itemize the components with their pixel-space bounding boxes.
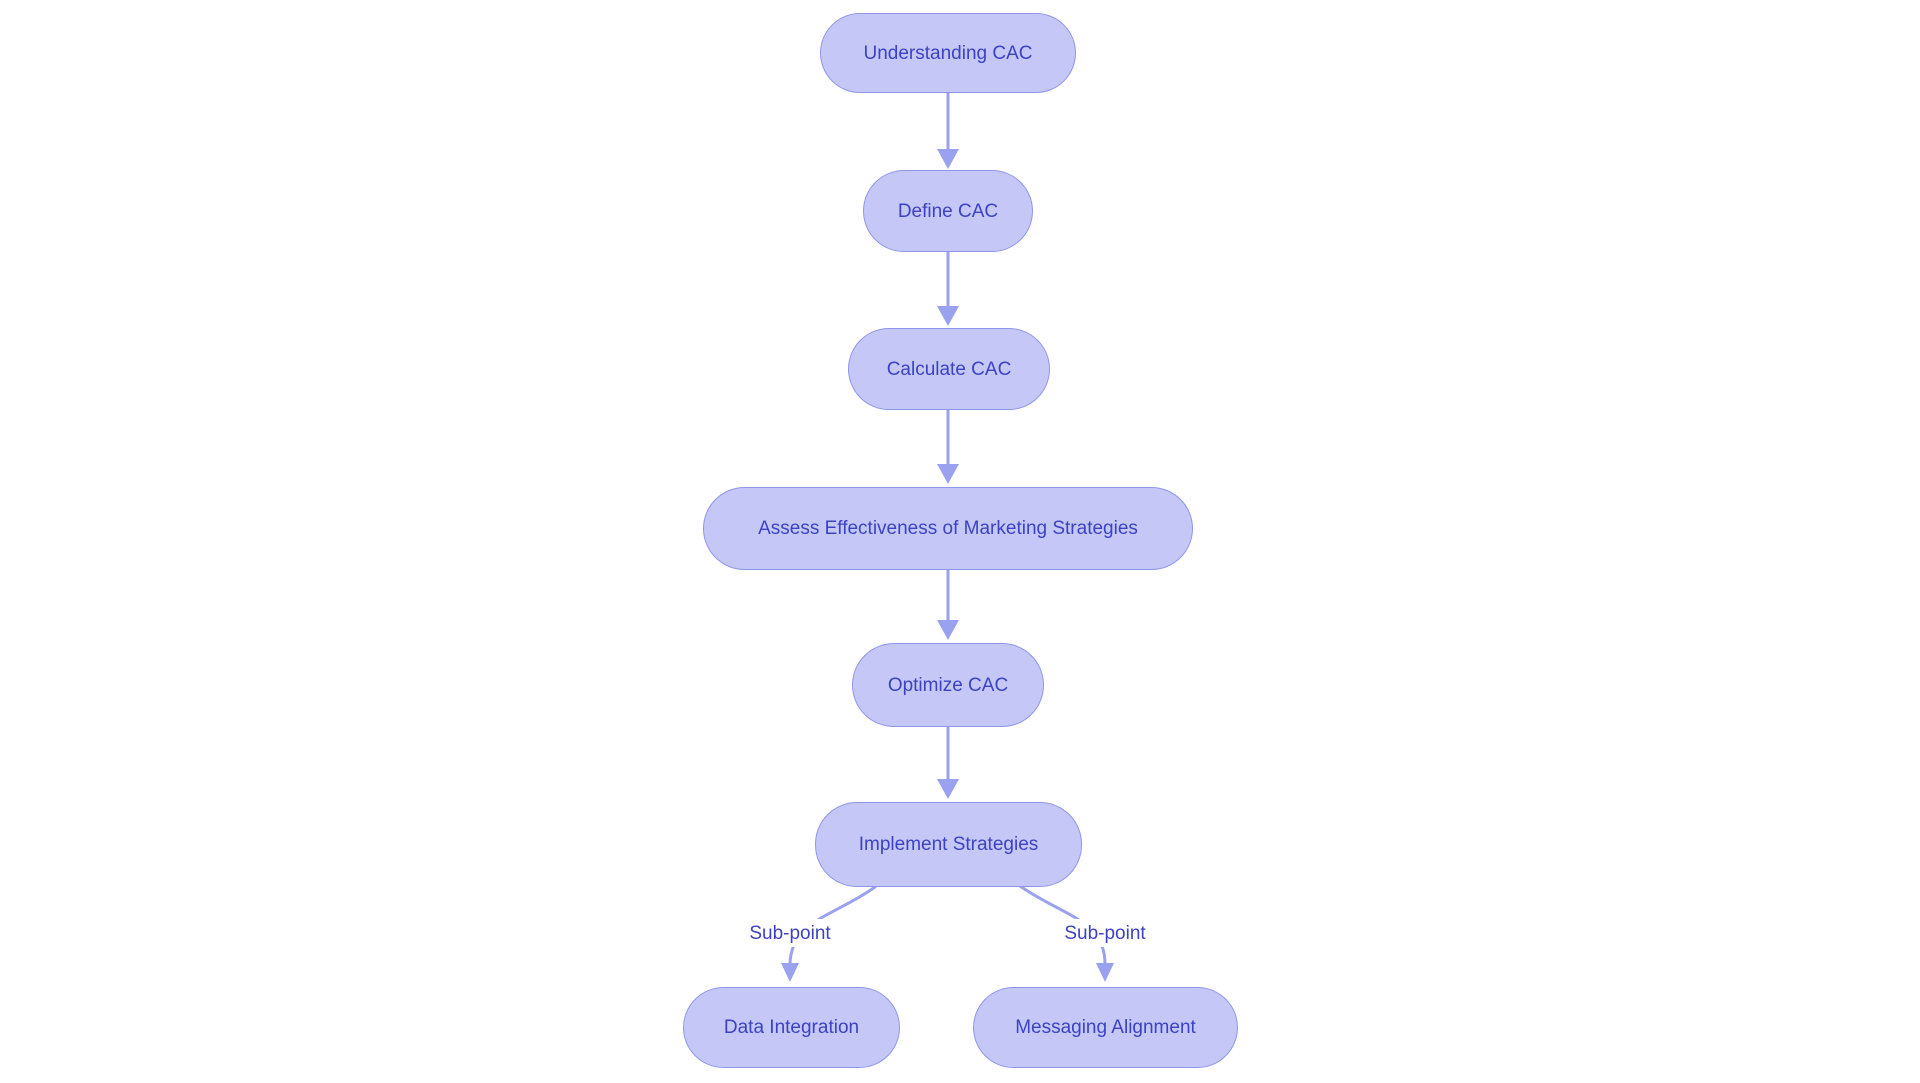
node-data-integration: Data Integration <box>683 987 900 1068</box>
arrowhead-down-icon <box>937 779 959 799</box>
arrowhead-down-icon <box>937 464 959 484</box>
edge-label-sub-point-right: Sub-point <box>1047 919 1163 947</box>
arrowhead-down-icon <box>1096 963 1114 982</box>
node-optimize-cac: Optimize CAC <box>852 643 1044 727</box>
edge-label-sub-point-left: Sub-point <box>732 919 848 947</box>
arrowhead-down-icon <box>781 963 799 982</box>
node-messaging-alignment: Messaging Alignment <box>973 987 1238 1068</box>
node-define-cac: Define CAC <box>863 170 1033 252</box>
node-understanding-cac: Understanding CAC <box>820 13 1076 93</box>
node-assess-effectiveness: Assess Effectiveness of Marketing Strate… <box>703 487 1193 570</box>
arrowhead-down-icon <box>937 620 959 640</box>
arrowhead-down-icon <box>937 306 959 326</box>
node-implement-strategies: Implement Strategies <box>815 802 1082 887</box>
node-calculate-cac: Calculate CAC <box>848 328 1050 410</box>
arrowhead-down-icon <box>937 149 959 169</box>
